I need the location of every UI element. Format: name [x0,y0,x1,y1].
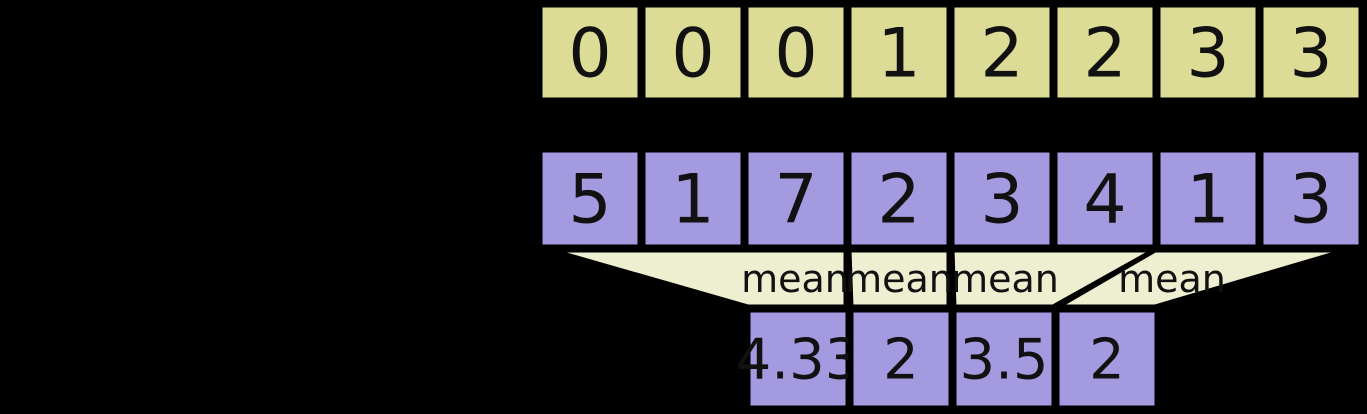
segment-id-cell-label: 1 [877,15,920,94]
input-value-cell-label: 3 [1289,161,1332,240]
segment-mean-cell-1: 2 [848,307,954,411]
segment-id-cell-0: 0 [537,2,643,103]
input-value-cell-bg [1155,147,1261,250]
input-value-cell-label: 1 [671,161,714,240]
segment-id-cell-3: 1 [846,2,952,103]
segment-id-cell-2: 0 [743,2,849,103]
segment-id-cell-bg [1155,2,1261,103]
segment-id-cell-4: 2 [949,2,1055,103]
segment-id-cell-bg [537,2,643,103]
input-value-cell-label: 5 [568,161,611,240]
segment-id-cell-bg [640,2,746,103]
segment-mean-cell-label: 2 [883,328,919,393]
input-value-cell-label: 2 [877,161,920,240]
input-value-cell-bg [846,147,952,250]
reduction-funnel-row: mean mean mean mean [548,247,1349,310]
input-value-cell-label: 1 [1186,161,1229,240]
input-value-cell-label: 7 [774,161,817,240]
segment-id-cell-label: 0 [671,15,714,94]
segment-mean-cell-0: 4.33 [736,307,861,411]
reduction-funnel-3: mean [1047,247,1349,310]
segment-id-cell-bg [743,2,849,103]
input-value-cell-4: 3 [949,147,1055,250]
reduction-funnel-1: mean [845,247,953,310]
input-value-cell-bg [640,147,746,250]
segment-mean-cell-bg [1054,307,1160,411]
segment-id-cell-bg [1052,2,1158,103]
funnel-label: mean [951,257,1059,301]
funnel-shape [846,247,952,310]
input-value-cell-bg [743,147,849,250]
segment-id-cell-6: 3 [1155,2,1261,103]
segment-mean-cell-bg [848,307,954,411]
segment-id-cell-label: 2 [980,15,1023,94]
input-value-cell-5: 4 [1052,147,1158,250]
reduction-funnel-0: mean [548,247,849,310]
reduction-funnel-2: mean [949,247,1165,310]
input-value-cell-label: 3 [980,161,1023,240]
input-value-cell-bg [537,147,643,250]
segment-id-row: 0 0 0 1 2 2 3 [537,2,1364,103]
input-value-cell-7: 3 [1258,147,1364,250]
segment-id-cell-label: 3 [1289,15,1332,94]
funnel-shape [548,247,849,310]
segment-mean-cell-label: 4.33 [736,328,861,393]
input-value-cell-2: 7 [743,147,849,250]
funnel-label: mean [845,257,953,301]
segment-mean-cell-label: 3.5 [959,328,1048,393]
input-value-cell-label: 4 [1083,161,1126,240]
input-value-cell-bg [949,147,1055,250]
input-value-row: 5 1 7 2 3 4 1 [537,147,1364,250]
segment-id-cell-bg [846,2,952,103]
segment-mean-cell-bg [951,307,1057,411]
segment-id-cell-bg [1258,2,1364,103]
segment-id-cell-label: 2 [1083,15,1126,94]
segment-id-cell-label: 3 [1186,15,1229,94]
input-value-cell-6: 1 [1155,147,1261,250]
segment-id-cell-label: 0 [568,15,611,94]
input-value-cell-0: 5 [537,147,643,250]
segment-mean-cell-2: 3.5 [951,307,1057,411]
funnel-shape [1047,247,1349,310]
funnel-label: mean [1118,257,1226,301]
input-value-cell-bg [1052,147,1158,250]
segment-id-cell-1: 0 [640,2,746,103]
segment-id-cell-label: 0 [774,15,817,94]
input-value-cell-3: 2 [846,147,952,250]
segment-mean-cell-bg [745,307,851,411]
segment-id-cell-5: 2 [1052,2,1158,103]
input-value-cell-1: 1 [640,147,746,250]
segment-mean-row: 4.33 2 3.5 2 [736,307,1160,411]
segment-mean-cell-3: 2 [1054,307,1160,411]
segment-id-cell-7: 3 [1258,2,1364,103]
funnel-label: mean [741,257,849,301]
segment-id-cell-bg [949,2,1055,103]
segment-mean-cell-label: 2 [1089,328,1125,393]
input-value-cell-bg [1258,147,1364,250]
